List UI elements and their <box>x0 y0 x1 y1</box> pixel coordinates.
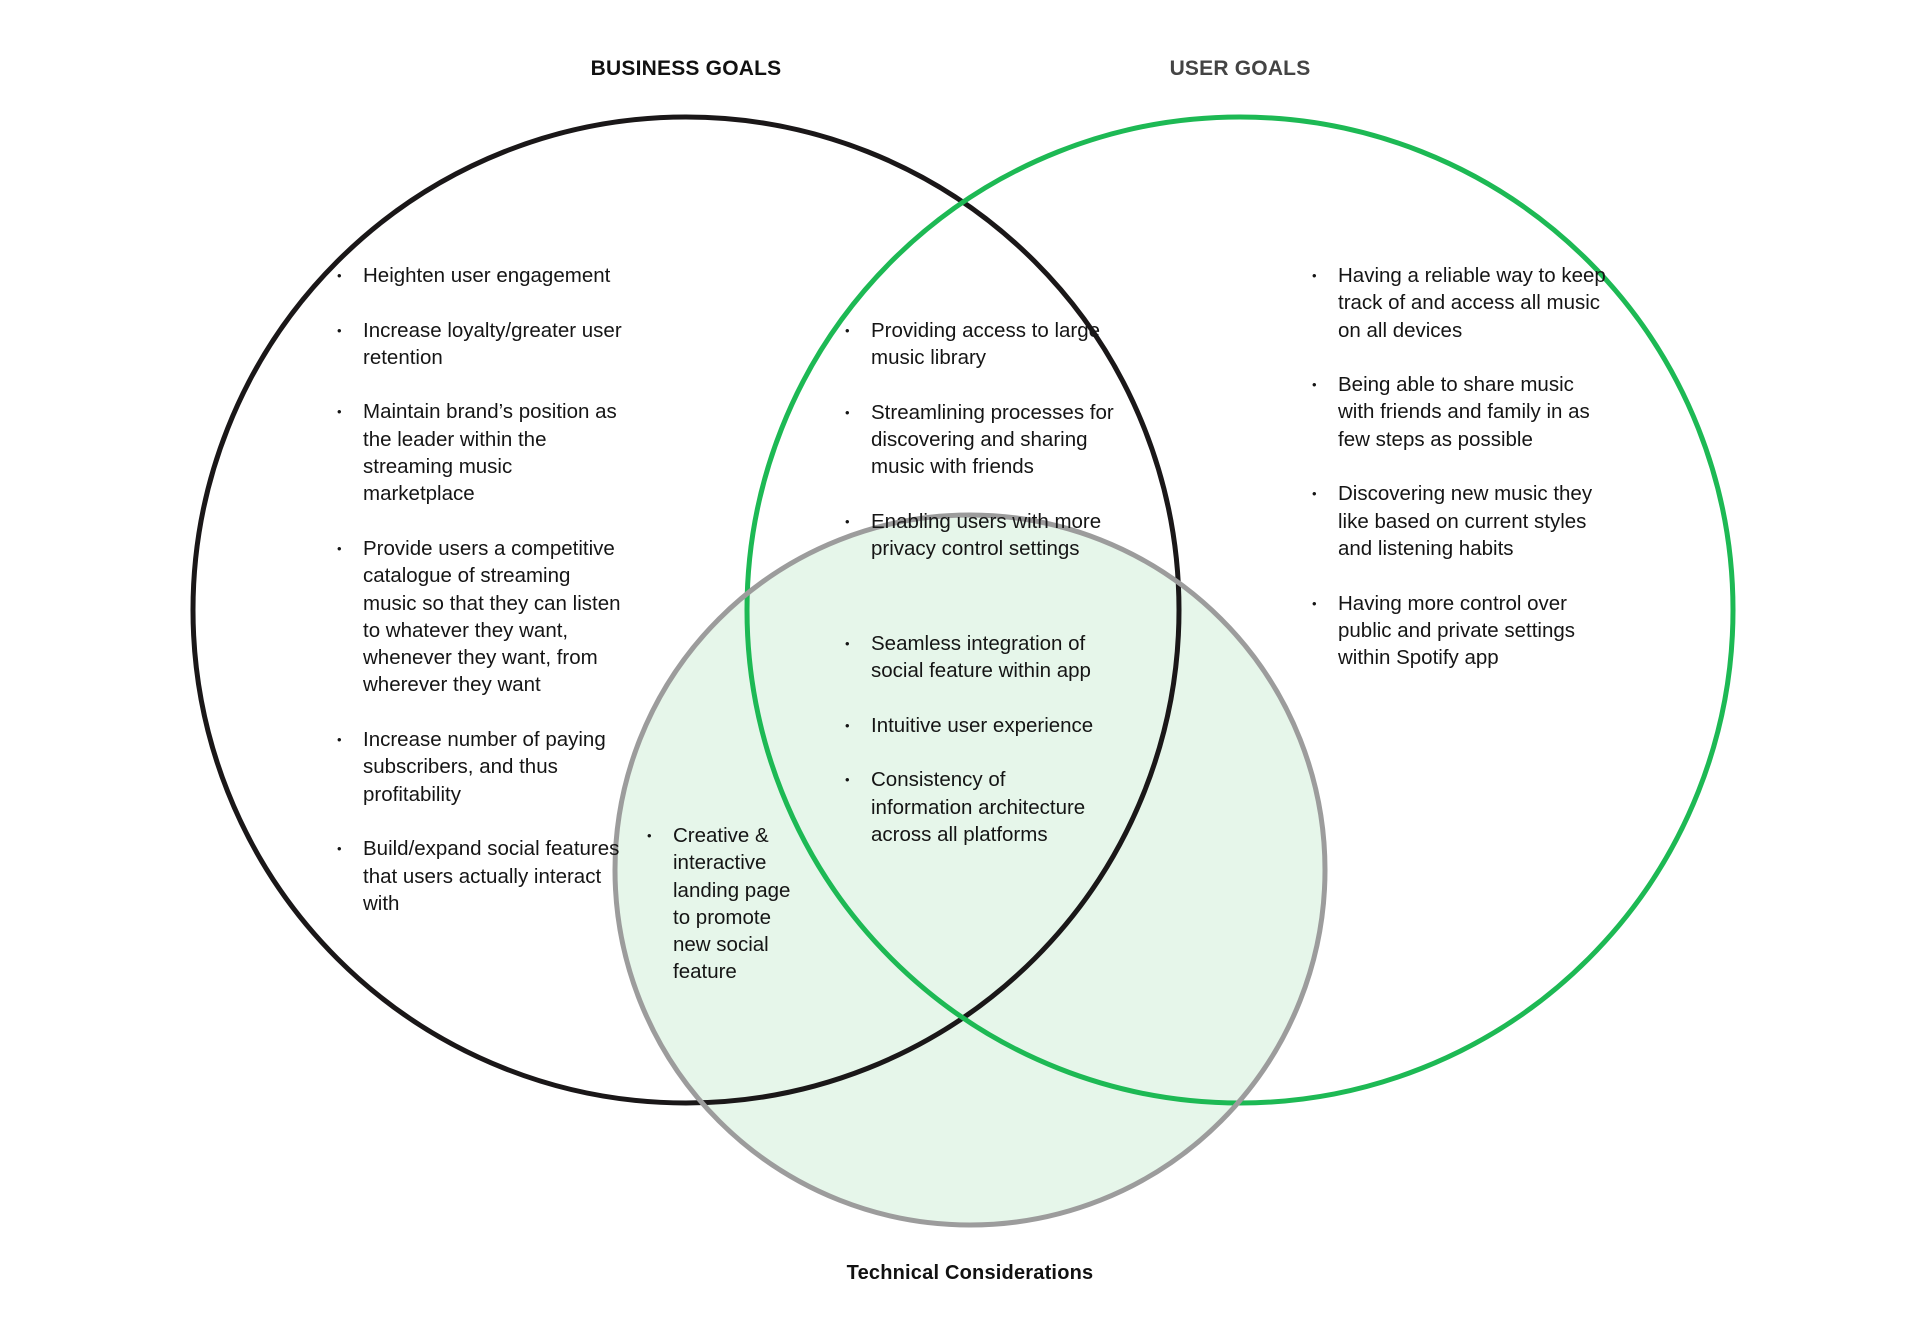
list-item: Creative & interactive landing page to p… <box>647 822 797 986</box>
list-item: Being able to share music with friends a… <box>1312 371 1607 453</box>
list-item: Increase loyalty/greater user retention <box>337 317 627 372</box>
business-goals-title: BUSINESS GOALS <box>590 57 782 80</box>
list-item: Intuitive user experience <box>845 712 1105 740</box>
list-item: Provide users a competitive catalogue of… <box>337 535 627 699</box>
list-item: Consistency of information architecture … <box>845 766 1105 848</box>
business-goals-circle <box>190 114 1182 1106</box>
technical-considerations-title: Technical Considerations <box>846 1262 1094 1284</box>
list-item: Enabling users with more privacy control… <box>845 508 1120 563</box>
user-goals-title: USER GOALS <box>1169 57 1311 80</box>
business-goals-list: Heighten user engagement Increase loyalt… <box>337 262 627 944</box>
business-and-user-overlap-list: Providing access to large music library … <box>845 317 1120 563</box>
list-item: Maintain brand’s position as the leader … <box>337 398 627 507</box>
list-item: Providing access to large music library <box>845 317 1120 372</box>
list-item: Seamless integration of social feature w… <box>845 630 1105 685</box>
list-item: Discovering new music they like based on… <box>1312 480 1607 562</box>
list-item: Heighten user engagement <box>337 262 627 290</box>
business-and-technical-overlap-list: Creative & interactive landing page to p… <box>647 822 797 1013</box>
list-item: Increase number of paying subscribers, a… <box>337 726 627 808</box>
user-goals-list: Having a reliable way to keep track of a… <box>1312 262 1607 699</box>
list-item: Streamlining processes for discovering a… <box>845 399 1120 481</box>
list-item: Build/expand social features that users … <box>337 835 627 917</box>
technical-considerations-circle-fill <box>615 515 1325 1225</box>
all-three-overlap-list: Seamless integration of social feature w… <box>845 630 1105 876</box>
list-item: Having a reliable way to keep track of a… <box>1312 262 1607 344</box>
list-item: Having more control over public and priv… <box>1312 590 1607 672</box>
